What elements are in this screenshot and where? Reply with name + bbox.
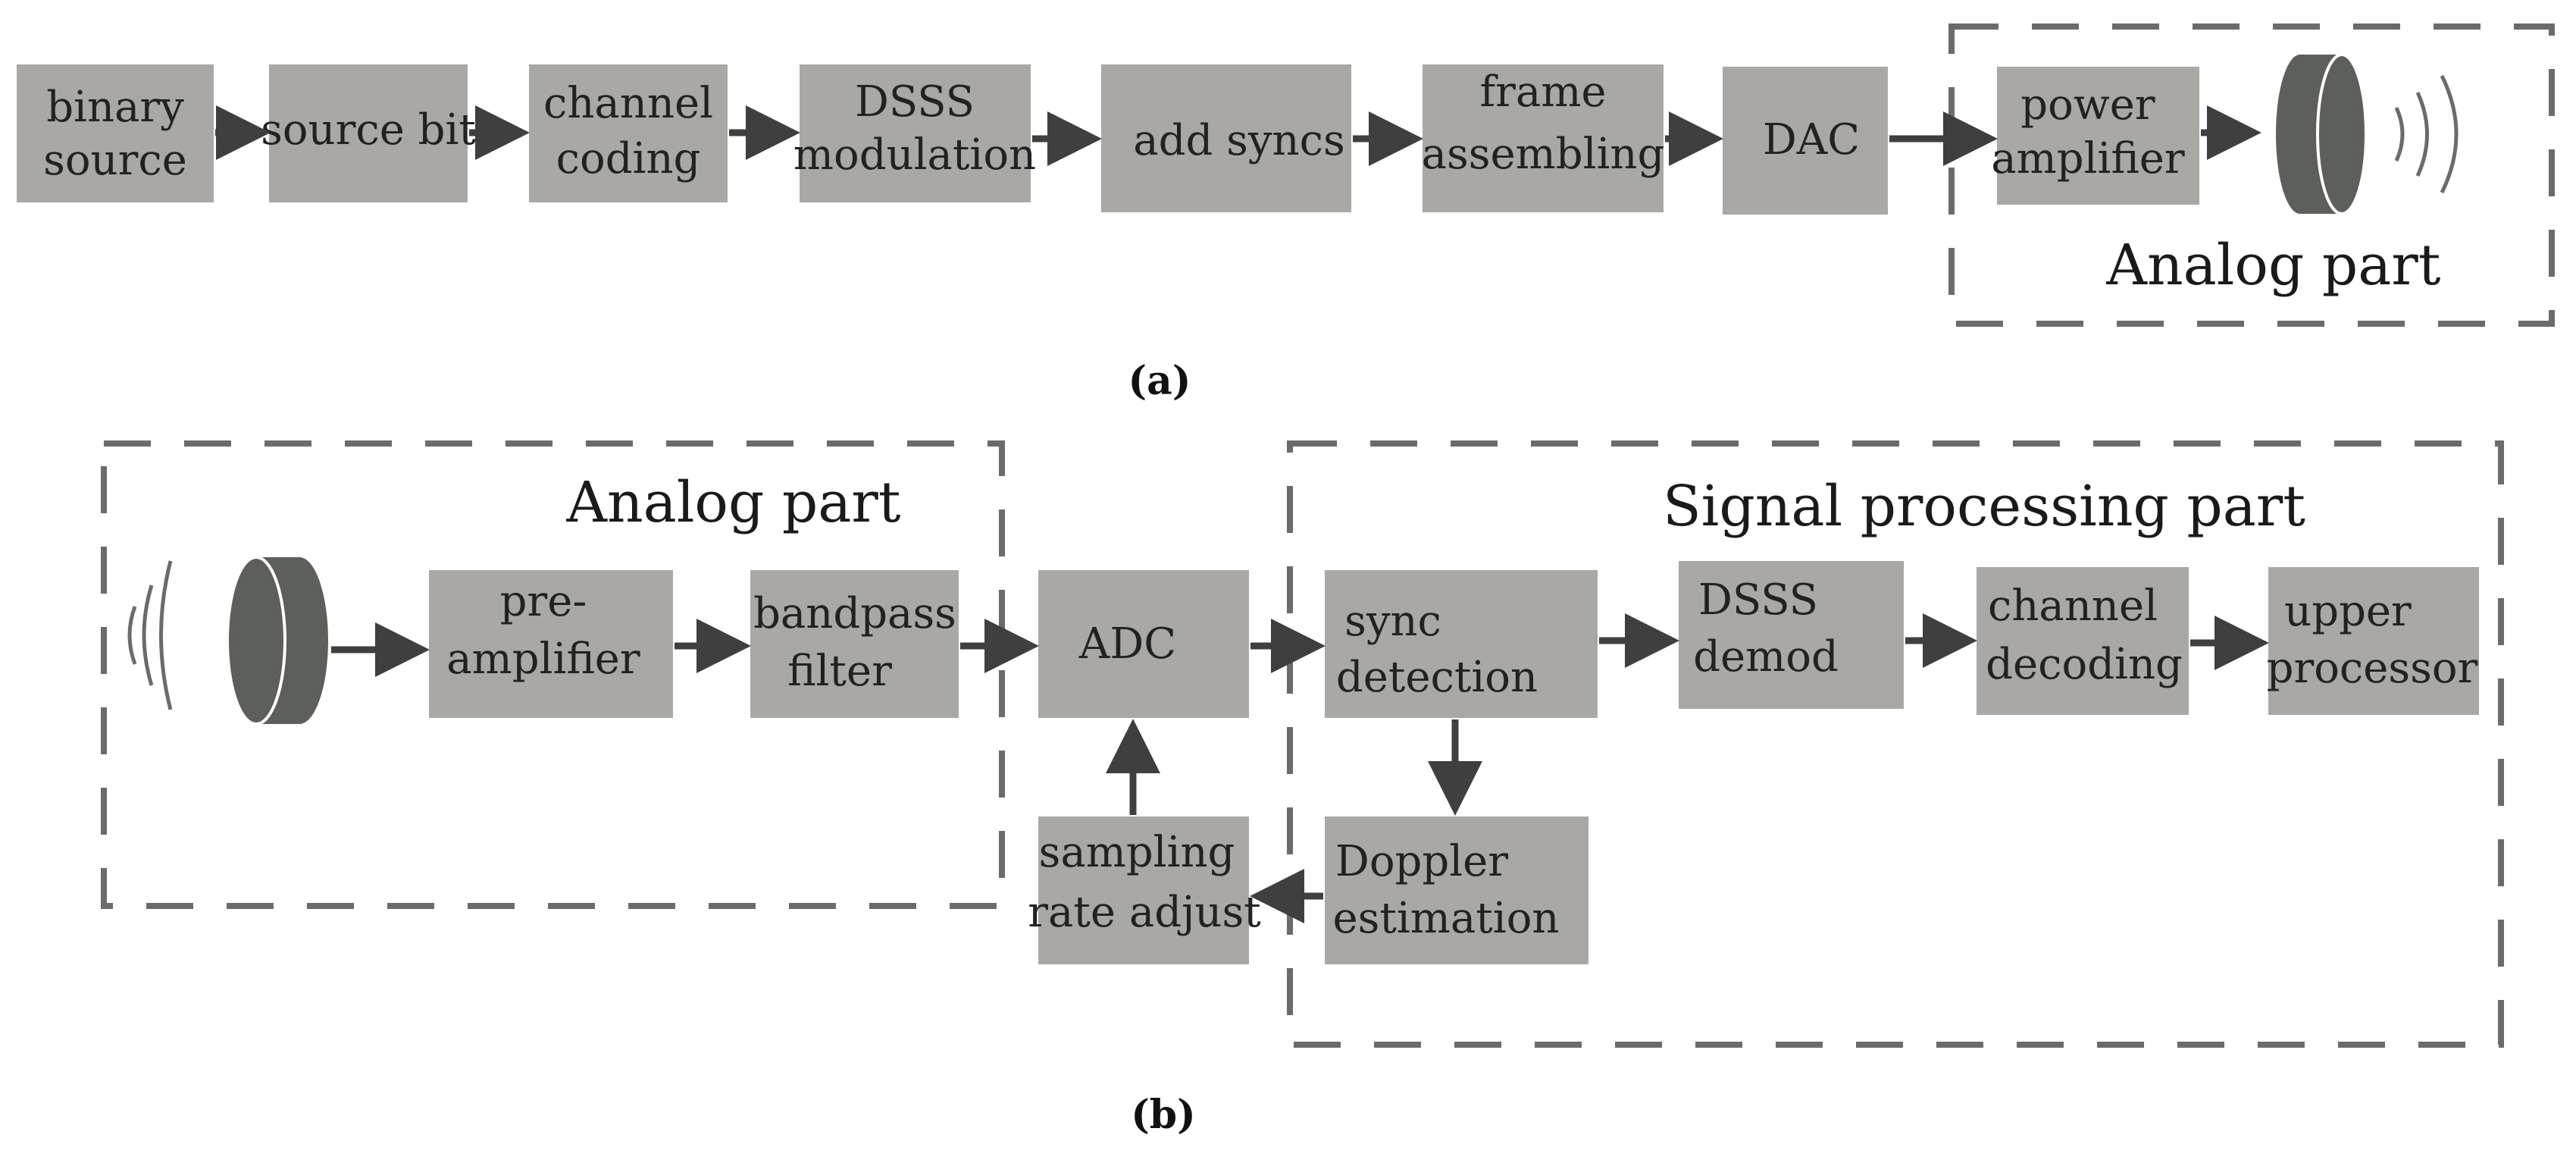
dsss-demod-line-2: demod <box>1693 632 1839 682</box>
frame-assembling-block: frame assembling <box>1422 64 1665 212</box>
analog-part-region-a <box>1948 24 2555 327</box>
sampling-rate-adjust-line-1: sampling <box>1039 828 1235 877</box>
binary-source-line-2: source <box>43 136 187 185</box>
pre-amplifier-line-2: amplifier <box>446 635 640 684</box>
analog-part-label-a: Analog part <box>2106 233 2441 298</box>
dac-box <box>1723 67 1888 215</box>
upper-processor-line-2: processor <box>2267 644 2478 693</box>
frame-assembling-line-2: assembling <box>1422 130 1665 179</box>
doppler-estimation-line-1: Doppler <box>1335 837 1508 886</box>
pre-amplifier-line-1: pre- <box>500 577 587 626</box>
channel-decoding-line-1: channel <box>1988 581 2158 631</box>
svg-text:ADC: ADC <box>1078 619 1176 669</box>
power-amplifier-line-2: amplifier <box>1991 134 2185 183</box>
source-bit-line-1: source bit <box>261 105 476 155</box>
adc-block: ADC <box>1038 570 1249 718</box>
sync-detection-line-2: detection <box>1336 653 1538 702</box>
svg-text:DAC: DAC <box>1763 115 1860 165</box>
source-bit-box <box>269 64 468 202</box>
channel-coding-block: channel coding <box>529 64 728 202</box>
binary-source-line-1: binary <box>46 83 184 132</box>
sync-detection-box <box>1325 570 1598 718</box>
bandpass-filter-line-2: filter <box>787 647 892 696</box>
channel-coding-box <box>529 64 728 202</box>
channel-decoding-block: channel decoding <box>1977 567 2189 715</box>
sampling-rate-adjust-block: sampling rate adjust <box>1028 817 1261 964</box>
bandpass-filter-block: bandpass filter <box>750 570 959 718</box>
dac-line-1: DAC <box>1763 115 1860 165</box>
svg-text:source bit: source bit <box>261 105 476 155</box>
add-syncs-line-1: add syncs <box>1133 116 1344 165</box>
channel-decoding-line-2: decoding <box>1986 640 2183 689</box>
analog-part-label-b: Analog part <box>566 470 901 535</box>
dsss-modulation-line-2: modulation <box>793 130 1036 180</box>
channel-decoding-box <box>1977 567 2189 715</box>
dsss-demod-block: DSSS demod <box>1679 561 1904 709</box>
bandpass-filter-box <box>750 570 959 718</box>
transmitting-transducer-icon <box>2276 53 2459 215</box>
bandpass-filter-line-1: bandpass <box>753 589 956 638</box>
panel-b: Analog part Signal processing part pre-a… <box>101 440 2504 1138</box>
pre-amplifier-block: pre-amplifier <box>429 570 673 718</box>
binary-source-box <box>17 64 214 202</box>
upper-processor-line-1: upper <box>2284 587 2412 636</box>
frame-assembling-box <box>1423 64 1664 212</box>
sampling-rate-adjust-box <box>1038 817 1249 964</box>
receiving-transducer-icon <box>127 556 328 726</box>
signal-processing-label: Signal processing part <box>1663 474 2305 539</box>
power-amplifier-line-1: power <box>2020 80 2155 130</box>
panel-b-caption: (b) <box>1131 1092 1196 1138</box>
doppler-estimation-block: Doppler estimation <box>1325 817 1588 964</box>
adc-line-1: ADC <box>1078 619 1176 669</box>
svg-text:pre-amplifier: pre-amplifier <box>446 577 640 684</box>
add-syncs-box <box>1101 64 1351 212</box>
signal-processing-region <box>1287 440 2504 1048</box>
sync-detection-block: sync detection <box>1325 570 1598 718</box>
sync-detection-line-1: sync <box>1344 597 1441 646</box>
channel-coding-line-2: coding <box>556 134 701 183</box>
doppler-estimation-box <box>1325 817 1588 964</box>
pre-amplifier-box <box>429 570 673 718</box>
add-syncs-block: add syncs <box>1101 64 1351 212</box>
frame-assembling-line-1: frame <box>1479 67 1606 117</box>
dsss-modulation-line-1: DSSS <box>855 77 975 127</box>
channel-coding-line-1: channel <box>543 79 713 128</box>
source-bit-block: source bit <box>261 64 476 202</box>
analog-part-region-b <box>101 440 1005 909</box>
adc-box <box>1038 570 1249 718</box>
doppler-estimation-line-2: estimation <box>1333 894 1560 943</box>
upper-processor-box <box>2268 567 2479 715</box>
sampling-rate-adjust-line-2: rate adjust <box>1028 888 1261 937</box>
power-amplifier-box <box>1997 67 2199 205</box>
svg-text:add syncs: add syncs <box>1133 116 1344 165</box>
dsss-demod-line-1: DSSS <box>1698 575 1818 625</box>
dac-block: DAC <box>1723 67 1888 215</box>
upper-processor-block: upper processor <box>2267 567 2479 715</box>
dsss-modulation-box <box>800 64 1031 202</box>
panel-a-caption: (a) <box>1128 358 1191 404</box>
dsss-demod-box <box>1679 561 1904 709</box>
